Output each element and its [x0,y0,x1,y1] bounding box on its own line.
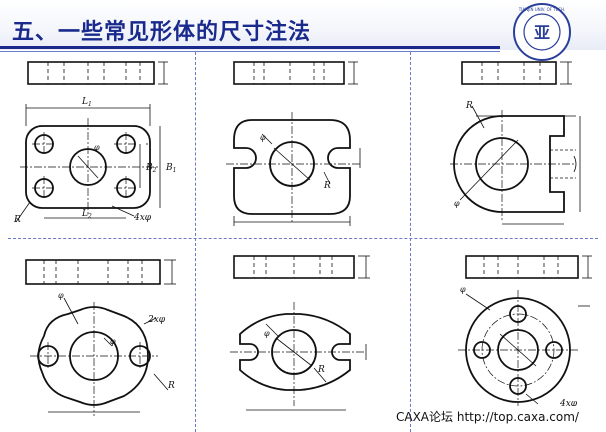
label-phi: φ [94,143,100,152]
label-phi: φ [460,285,466,294]
label-R: R [13,215,21,225]
slide-title: 五、一些常见形体的尺寸注法 [12,20,312,45]
grid-divider-h [8,238,598,239]
label-four-phi: 4xφ [133,213,152,223]
drawing-rounded-bracket: R φ [450,61,581,225]
oval-flange-outline [37,306,149,406]
university-seal-logo: 亚 TIANJIN UNIV. OF TECH. [513,3,571,61]
double-slot-flange-outline [239,313,351,391]
label-two-phi: 2xφ [147,315,166,325]
drawing-oval-flange: φ φ 2xφ R [25,259,176,416]
label-B1: B1 [165,163,176,174]
label-phi: φ [58,291,64,300]
label-L2: L2 [81,209,92,220]
slide-header [0,0,606,50]
svg-text:亚: 亚 [534,23,550,42]
label-L1: L1 [81,97,92,108]
label-phi: φ [110,337,116,346]
label-R: R [317,365,325,375]
drawing-double-slot-flange: φ R [230,255,370,411]
drawing-slotted-plate: φ R [226,61,361,226]
label-R: R [167,381,175,391]
title-underline-thin [0,51,500,52]
drawing-plate-four-holes: L1 L2 B2 B1 R 4xφ φ [13,61,176,225]
label-phi: φ [454,199,460,208]
grid-divider-v1 [195,52,196,432]
drawing-circular-flange: φ 4xφ [458,255,592,406]
title-underline [0,46,500,49]
label-R: R [465,101,473,111]
slotted-plate-outline [233,119,351,215]
label-R: R [323,181,331,191]
rounded-bracket-outline [453,115,565,213]
label-phi: φ [264,329,270,338]
forum-watermark: CAXA论坛 http://top.caxa.com/ [396,410,579,424]
svg-text:TIANJIN UNIV. OF TECH.: TIANJIN UNIV. OF TECH. [518,7,566,12]
label-B2: B2 [145,163,157,174]
label-four-phi: 4xφ [559,399,578,406]
label-phi: φ [260,133,266,142]
grid-divider-v2 [410,52,411,432]
